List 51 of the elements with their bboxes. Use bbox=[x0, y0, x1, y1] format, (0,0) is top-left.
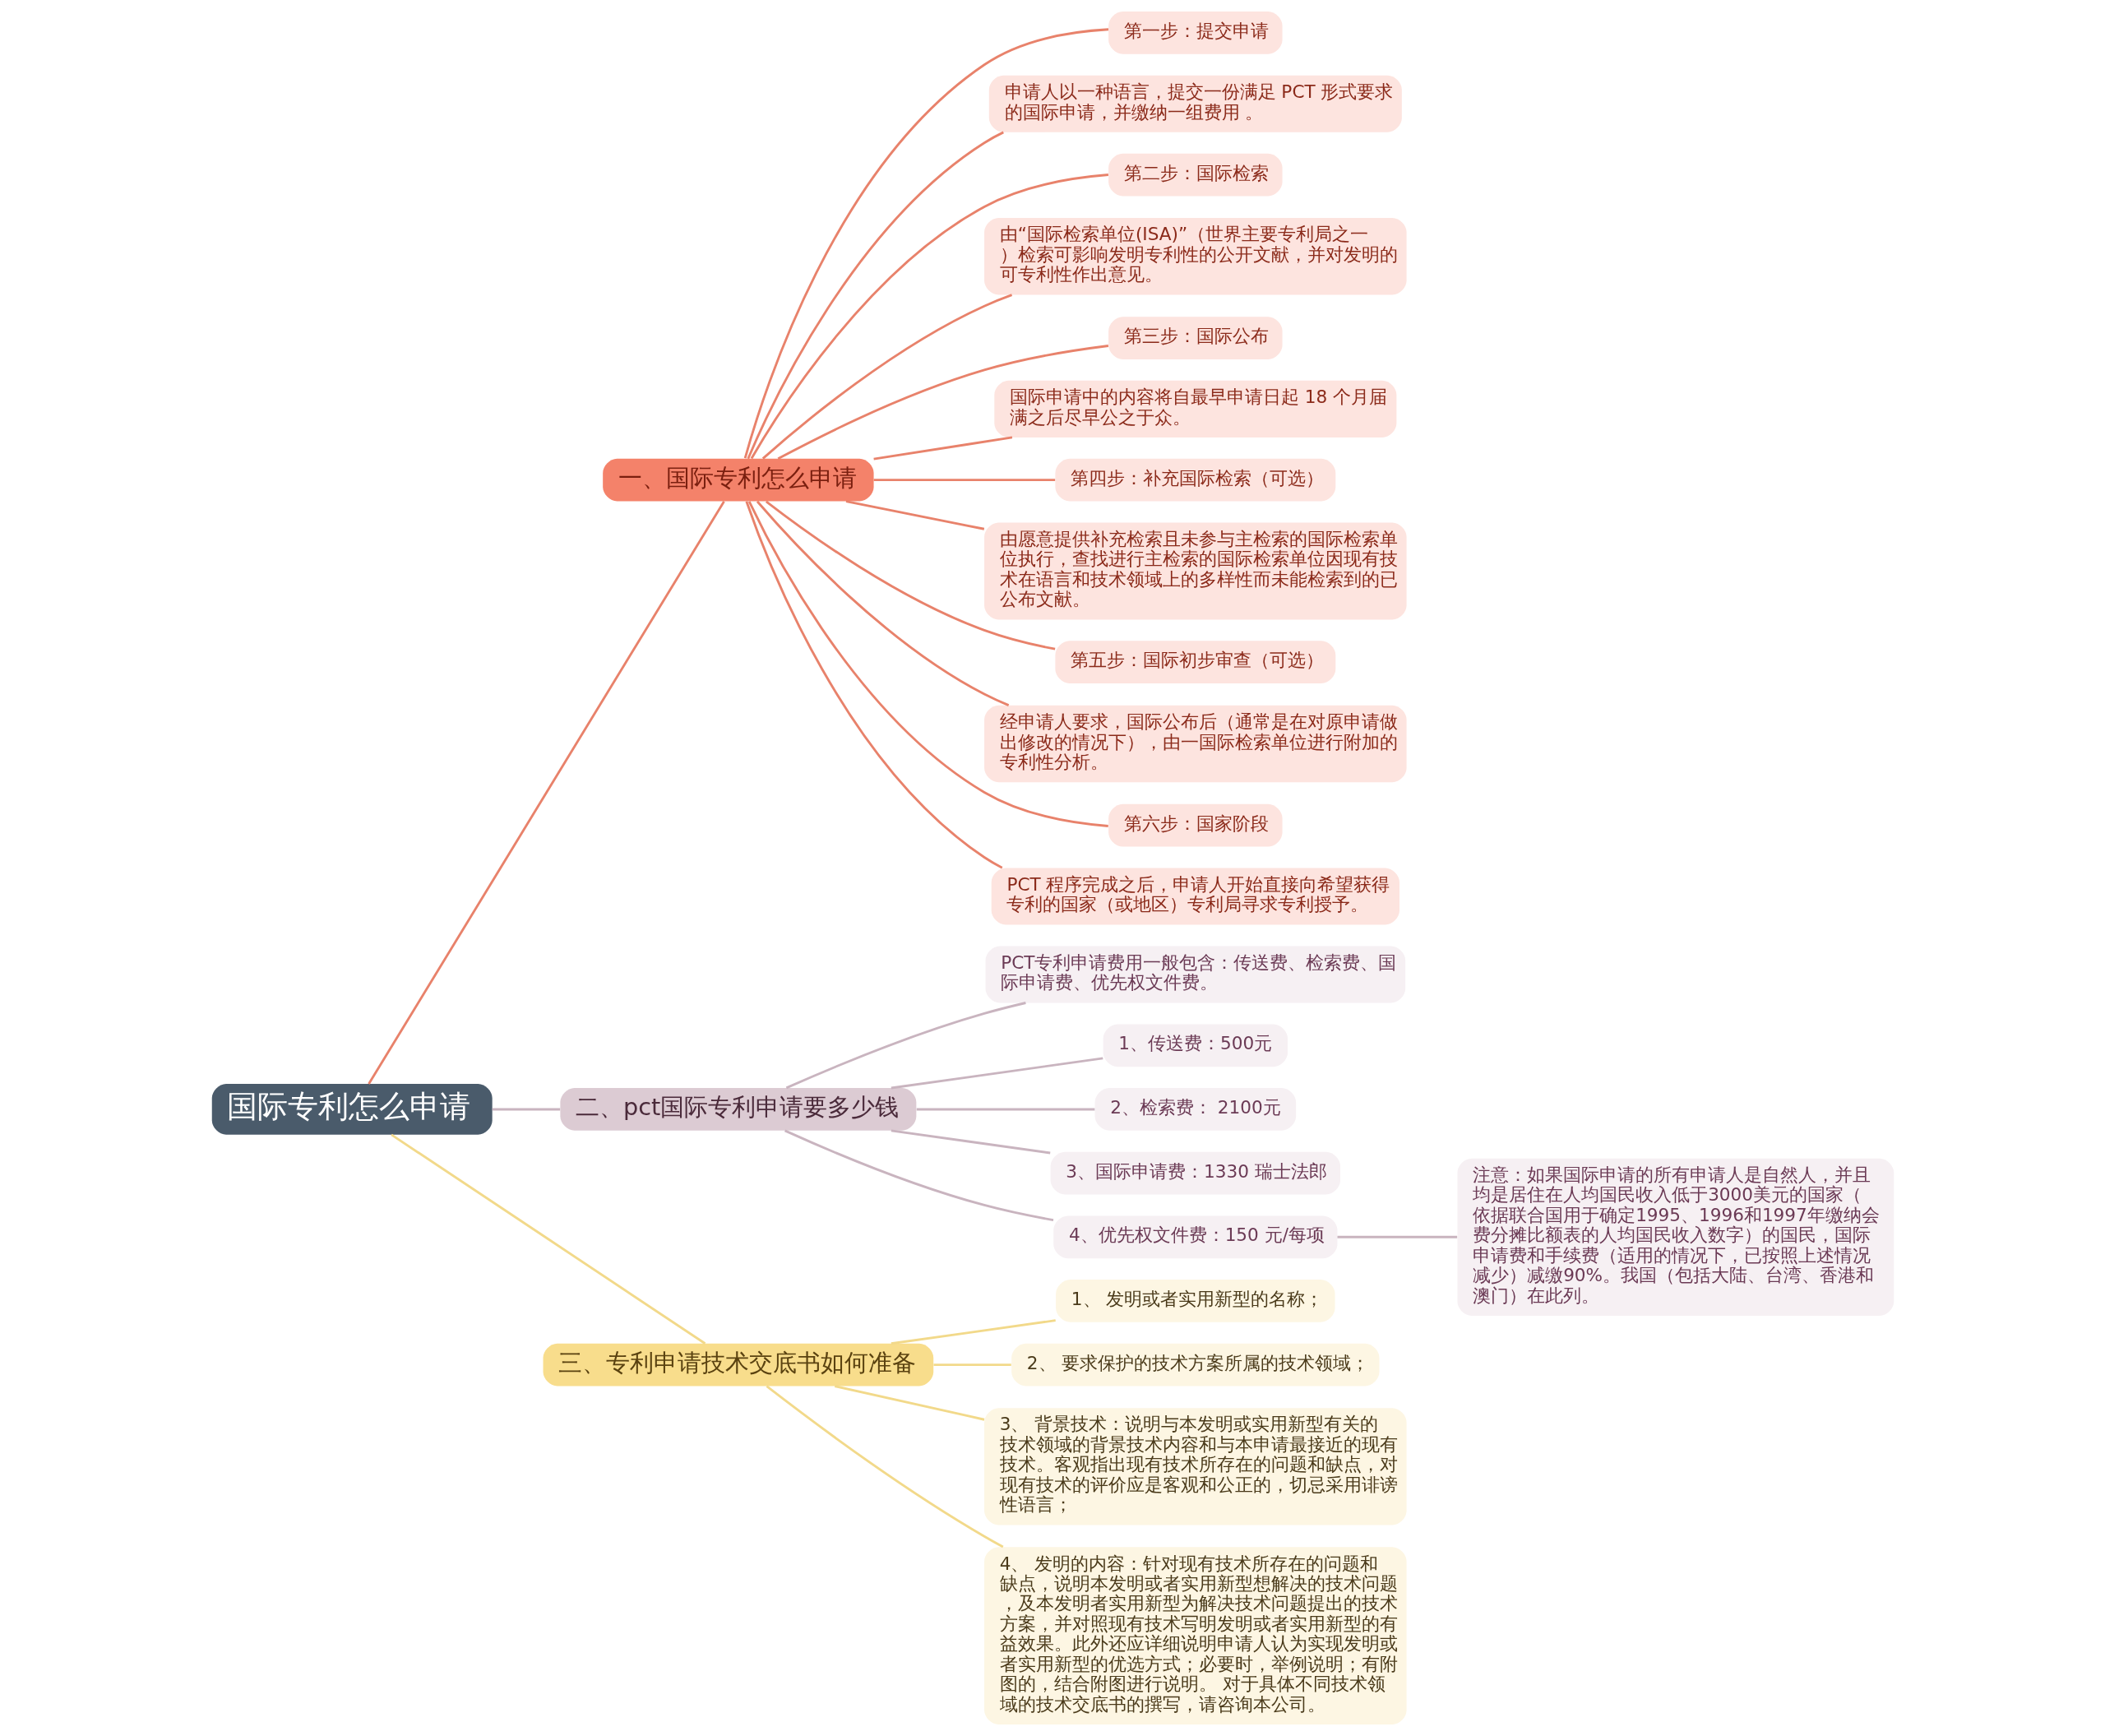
node-box: 二、pct国际专利申请要多少钱 bbox=[559, 1088, 916, 1131]
node-box: 经申请人要求，国际公布后（通常是在对原申请做出修改的情况下），由一国际检索单位进行附加的专利性分析。 bbox=[983, 705, 1407, 783]
node-box: 2、 要求保护的技术方案所属的技术领域； bbox=[1011, 1343, 1379, 1386]
connector bbox=[750, 174, 1108, 460]
connector bbox=[761, 294, 1012, 460]
node-box: 第六步：国家阶段 bbox=[1108, 803, 1283, 847]
connector bbox=[845, 500, 984, 530]
node-box: 三、专利申请技术交底书如何准备 bbox=[543, 1343, 933, 1386]
connector bbox=[873, 479, 1055, 482]
node-box: 第三步：国际公布 bbox=[1108, 317, 1283, 359]
connector bbox=[834, 1385, 984, 1421]
node-box: 第二步：国际检索 bbox=[1108, 153, 1283, 197]
connector bbox=[1337, 1235, 1457, 1238]
connector bbox=[390, 1133, 706, 1345]
node-box: 1、传送费：500元 bbox=[1103, 1024, 1288, 1067]
node-box: 第四步：补充国际检索（可选） bbox=[1054, 458, 1335, 502]
node-box: 由愿意提供补充检索且未参与主检索的国际检索单位执行，查找进行主检索的国际检索单位因现有技术在语言和技术领域上的多样性而未能检索到的已公布文献。 bbox=[983, 522, 1407, 620]
node-box: 3、国际申请费：1330 瑞士法郎 bbox=[1050, 1151, 1340, 1195]
connector bbox=[916, 1108, 1094, 1111]
node-box: 注意：如果国际申请的所有申请人是自然人，并且均是居住在人均国民收入低于3000美元的国家（依据联合国用于确定1995、1996和1997年缴纳会费分摊比额表的人均国民收入数字）的国民，国际申请费和手续费（适用的情况下，已按照上述情况减少）减缴90%。我国（包括大陆、台湾、香港和澳门）在此列。 bbox=[1456, 1158, 1894, 1316]
node-box: 国际专利怎么申请 bbox=[211, 1084, 493, 1135]
node-box: PCT专利申请费用一般包含：传送费、检索费、国际申请费、优先权文件费。 bbox=[985, 946, 1405, 1003]
connector bbox=[745, 501, 1002, 869]
connector bbox=[747, 501, 1108, 827]
connector bbox=[784, 1129, 1053, 1221]
node-box: 第一步：提交申请 bbox=[1108, 12, 1283, 54]
connector bbox=[891, 1319, 1056, 1345]
connector bbox=[785, 1002, 1026, 1090]
node-box: 国际申请中的内容将自最早申请日起 18 个月届满之后尽早公之于众。 bbox=[993, 380, 1396, 437]
connector bbox=[367, 501, 725, 1085]
connector bbox=[756, 500, 1009, 706]
connector bbox=[932, 1363, 1011, 1367]
connector bbox=[492, 1108, 560, 1111]
node-box: 申请人以一种语言，提交一份满足 PCT 形式要求的国际申请，并缴纳一组费用 。 bbox=[988, 75, 1402, 132]
node-box: 第五步：国际初步审查（可选） bbox=[1054, 641, 1335, 684]
node-box: 2、检索费： 2100元 bbox=[1094, 1088, 1296, 1131]
node-box: 一、国际专利怎么申请 bbox=[602, 458, 874, 502]
connector bbox=[746, 131, 1004, 460]
node-box: 由“国际检索单位(ISA)”（世界主要专利局之一）检索可影响发明专利性的公开文献，并对发明的可专利性作出意见。 bbox=[983, 218, 1407, 295]
connector bbox=[872, 436, 1012, 461]
connector bbox=[891, 1057, 1103, 1090]
connector bbox=[743, 28, 1108, 459]
connector bbox=[891, 1129, 1050, 1155]
node-box: 4、 发明的内容：针对现有技术所存在的问题和缺点，说明本发明或者实用新型想解决的技术问题，及本发明者实用新型为解决技术问题提出的技术方案，并对照现有技术写明发明或者实用新型的有益效果。此外还应详细说明申请人认为实现发明或者实用新型的优选方式；必要时，举例说明；有附图的，结合附图进行说明。 对于具体不同技术领域的技术交底书的撰写，请咨询本公司。 bbox=[983, 1547, 1407, 1724]
node-box: PCT 程序完成之后，申请人开始直接向希望获得专利的国家（或地区）专利局寻求专利授予。 bbox=[991, 868, 1399, 925]
node-box: 4、优先权文件费：150 元/每项 bbox=[1052, 1215, 1337, 1259]
node-box: 1、 发明或者实用新型的名称； bbox=[1055, 1280, 1335, 1322]
connector bbox=[765, 500, 1055, 650]
connector bbox=[777, 345, 1108, 461]
connector bbox=[766, 1385, 1003, 1549]
node-box: 3、 背景技术：说明与本发明或实用新型有关的技术领域的背景技术内容和与本申请最接近的现有技术。客观指出现有技术所存在的问题和缺点，对现有技术的评价应是客观和公正的，切忌采用诽谤性语言； bbox=[983, 1408, 1407, 1525]
